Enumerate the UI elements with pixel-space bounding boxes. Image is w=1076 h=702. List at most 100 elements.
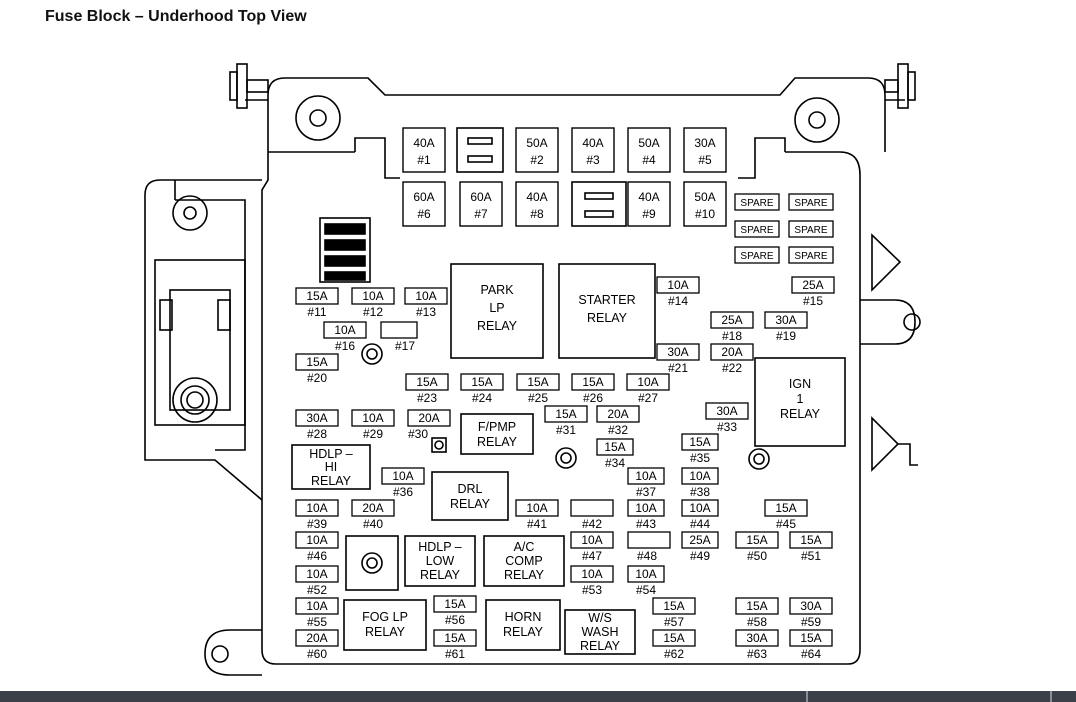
fuse-16-number: #16 (335, 339, 355, 353)
bottom-bar (0, 691, 1076, 702)
fuse-32-amp: 20A (607, 407, 628, 421)
ac-comp-relay-line1: A/C (514, 540, 535, 554)
spare-label: SPARE (740, 198, 773, 209)
relay-boxes (291, 263, 846, 655)
fuse-19-amp: 30A (775, 313, 796, 327)
fuse-61-amp: 15A (444, 631, 465, 645)
ac-comp-relay-line3: RELAY (504, 568, 545, 582)
fuse-8-number: #8 (530, 207, 544, 221)
park-lp-relay-line3: RELAY (477, 319, 518, 333)
fuse-46-amp: 10A (306, 533, 327, 547)
hdlp-hi-relay-line2: HI (325, 460, 338, 474)
fuse-56-amp: 15A (444, 597, 465, 611)
fuse-13-number: #13 (416, 305, 436, 319)
hdlp-low-relay-line1: HDLP – (418, 540, 462, 554)
fuse-2-number: #2 (530, 153, 544, 167)
ign1-relay-line1: IGN (789, 377, 811, 391)
fuse-12-number: #12 (363, 305, 383, 319)
fuse-59-amp: 30A (800, 599, 821, 613)
fuse-50-amp: 15A (746, 533, 767, 547)
fuse-20-amp: 15A (306, 355, 327, 369)
page-title: Fuse Block – Underhood Top View (45, 8, 307, 25)
fuse-40-number: #40 (363, 517, 383, 531)
fuse-64-amp: 15A (800, 631, 821, 645)
fuse-32-number: #32 (608, 423, 628, 437)
fuse-18-number: #18 (722, 329, 742, 343)
fuse-45-number: #45 (776, 517, 796, 531)
fuse-6-number: #6 (417, 207, 431, 221)
fuse-42-number: #42 (582, 517, 602, 531)
spare-labels: SPARE SPARE SPARE SPARE SPARE SPARE (740, 198, 827, 262)
block-fuse-labels: 40A #1 50A #2 40A #3 50A #4 30A #5 60A #… (413, 136, 715, 221)
fuse-25-number: #25 (528, 391, 548, 405)
fuse-62-number: #62 (664, 647, 684, 661)
ac-comp-relay-line2: COMP (505, 554, 543, 568)
spare-boxes (734, 193, 834, 264)
fuse-15-amp: 25A (802, 278, 823, 292)
fuse-40-amp: 20A (362, 501, 383, 515)
fuse-60-number: #60 (307, 647, 327, 661)
fuse-63-number: #63 (747, 647, 767, 661)
fuse-34-number: #34 (605, 456, 625, 470)
fpmp-relay-line1: F/PMP (478, 420, 516, 434)
fuse-53-number: #53 (582, 583, 602, 597)
relay-labels: PARK LP RELAY STARTER RELAY IGN 1 RELAY … (309, 283, 820, 653)
fuse-6-amp: 60A (413, 190, 434, 204)
spare-label: SPARE (794, 251, 827, 262)
ign1-relay-line2: 1 (797, 392, 804, 406)
drl-relay-line2: RELAY (450, 497, 491, 511)
fuse-35-amp: 15A (689, 435, 710, 449)
fuse-9-number: #9 (642, 207, 656, 221)
fuse-30-number: #30 (408, 427, 428, 441)
fuse-14-amp: 10A (667, 278, 688, 292)
fuse-54-number: #54 (636, 583, 656, 597)
fuse-17-number: #17 (395, 339, 415, 353)
fuse-27-amp: 10A (637, 375, 658, 389)
fuse-3-amp: 40A (582, 136, 603, 150)
bottom-bar-divider (806, 691, 808, 702)
fuse-48-number: #48 (637, 549, 657, 563)
fuse-13-amp: 10A (415, 289, 436, 303)
spare-label: SPARE (740, 225, 773, 236)
fuse-7-amp: 60A (470, 190, 491, 204)
fuse-49-number: #49 (690, 549, 710, 563)
fuse-64-number: #64 (801, 647, 821, 661)
fuse-9-amp: 40A (638, 190, 659, 204)
hdlp-low-relay-line3: RELAY (420, 568, 461, 582)
fuse-53-amp: 10A (581, 567, 602, 581)
fuse-43-amp: 10A (635, 501, 656, 515)
maxi-fuse-boxes (402, 127, 727, 227)
fuse-24-number: #24 (472, 391, 492, 405)
fuse-1-number: #1 (417, 153, 431, 167)
starter-relay-line1: STARTER (578, 293, 635, 307)
fuse-31-amp: 15A (555, 407, 576, 421)
fuse-44-amp: 10A (689, 501, 710, 515)
park-lp-relay-line2: LP (489, 301, 504, 315)
fuse-55-number: #55 (307, 615, 327, 629)
fuse-36-number: #36 (393, 485, 413, 499)
fuse-36-amp: 10A (392, 469, 413, 483)
fuse-25-amp: 15A (527, 375, 548, 389)
fuse-14-number: #14 (668, 294, 688, 308)
fuse-20-number: #20 (307, 371, 327, 385)
fuse-57-amp: 15A (663, 599, 684, 613)
bottom-bar-divider (1050, 691, 1052, 702)
fuse-55-amp: 10A (306, 599, 327, 613)
fuse-37-amp: 10A (635, 469, 656, 483)
horn-relay-line1: HORN (505, 610, 542, 624)
ws-wash-relay-line1: W/S (588, 611, 612, 625)
fuse-5-number: #5 (698, 153, 712, 167)
fuse-10-number: #10 (695, 207, 715, 221)
fuse-23-amp: 15A (416, 375, 437, 389)
ign1-relay-line3: RELAY (780, 407, 821, 421)
fuse-28-amp: 30A (306, 411, 327, 425)
hdlp-low-relay-line2: LOW (426, 554, 455, 568)
fuse-4-number: #4 (642, 153, 656, 167)
mini-fuse-boxes (295, 276, 835, 647)
fuse-39-amp: 10A (306, 501, 327, 515)
fuse-26-number: #26 (583, 391, 603, 405)
fuse-24-amp: 15A (471, 375, 492, 389)
ws-wash-relay-line3: RELAY (580, 639, 621, 653)
fuse-49-amp: 25A (689, 533, 710, 547)
fuse-52-number: #52 (307, 583, 327, 597)
